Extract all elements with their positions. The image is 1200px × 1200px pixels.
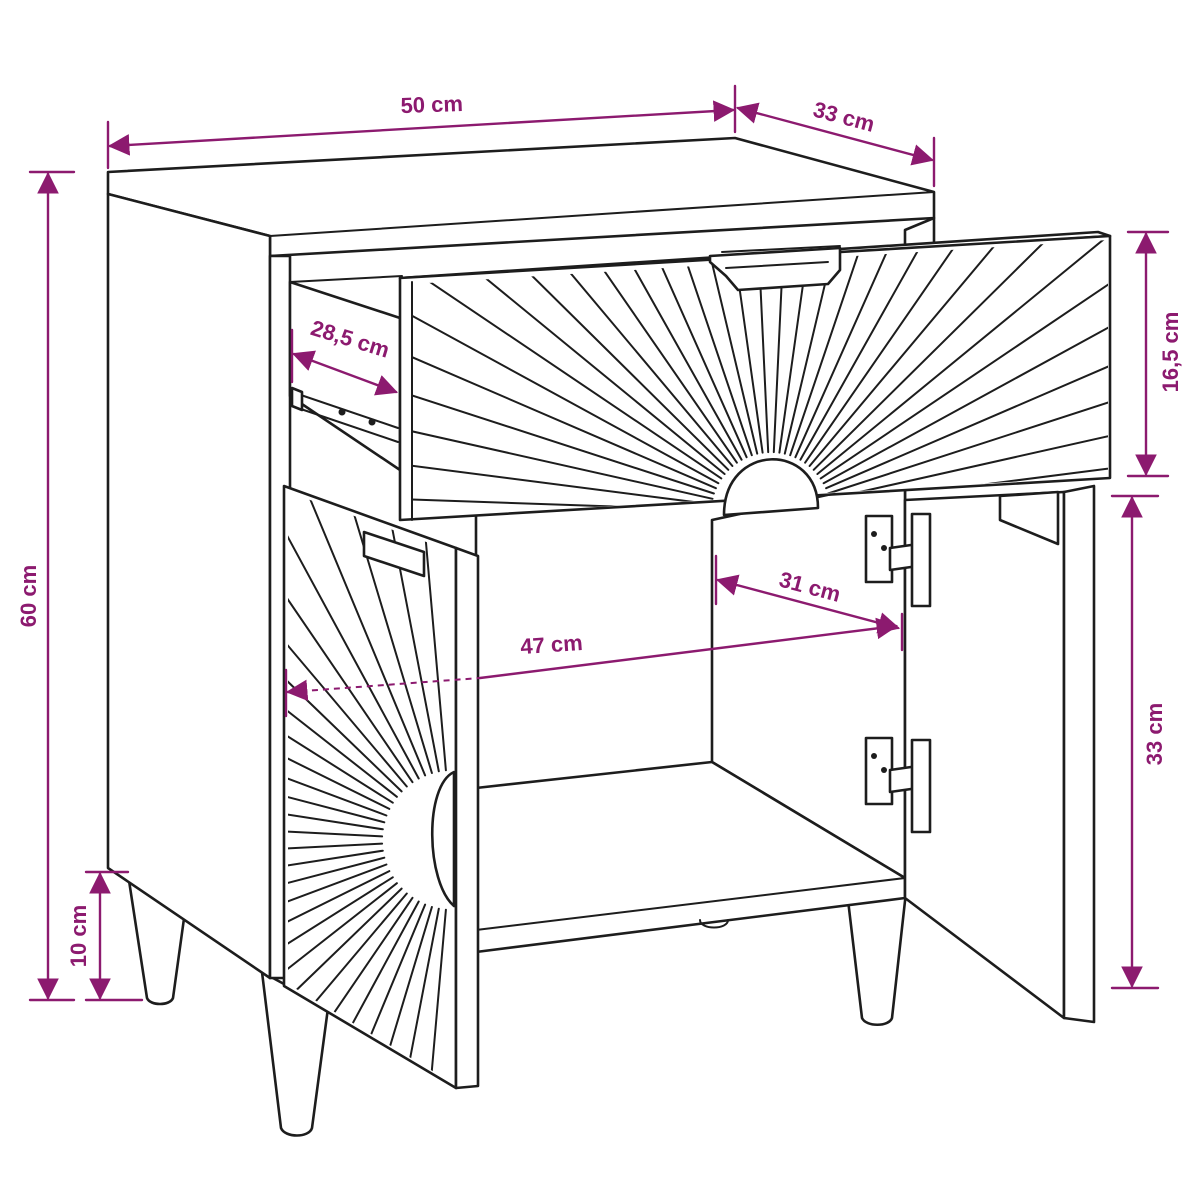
sunburst-ray	[371, 492, 440, 773]
sunburst-ray	[828, 388, 1108, 500]
sunburst-ray	[412, 388, 714, 500]
sunburst-ray	[804, 240, 1091, 464]
sunburst-ray	[827, 338, 1108, 495]
drawer-side-panel	[288, 280, 402, 472]
shelf-front-edge	[475, 877, 906, 931]
interior-width-dimension-line	[478, 617, 899, 680]
sunburst-ray	[778, 240, 850, 454]
sunburst-ray	[743, 240, 770, 454]
sunburst-ray	[640, 240, 759, 455]
sunburst-ray	[288, 732, 386, 824]
sunburst-ray	[794, 240, 1000, 459]
sunburst-ray	[542, 240, 748, 459]
hinge-bottom	[864, 736, 932, 834]
top-front-edge	[269, 191, 935, 237]
sunburst-ray	[288, 579, 398, 798]
drawer-handle	[708, 246, 842, 292]
sunburst-ray	[288, 547, 403, 793]
hinge-top	[864, 512, 932, 608]
sunburst-ray	[288, 863, 388, 989]
sunburst-ray	[412, 240, 726, 475]
sunburst-ray	[590, 240, 753, 457]
compartment-height-label: 33 cm	[1142, 703, 1167, 765]
nightstand	[106, 136, 1112, 1137]
sunburst-ray	[289, 492, 427, 777]
sunburst-ray	[789, 240, 952, 457]
sunburst-ray	[825, 289, 1108, 490]
interior-width-label: 47 cm	[519, 630, 583, 659]
sunburst-ray	[288, 876, 394, 1066]
sunburst-ray	[288, 817, 384, 838]
sunburst-ray	[288, 842, 384, 863]
runner-screw	[338, 408, 346, 416]
sunburst-ray	[288, 849, 384, 906]
interior-width-arrow-start	[285, 679, 309, 702]
sunburst-ray	[412, 338, 715, 495]
depth-dimension-line	[735, 102, 935, 166]
left-door-sun-motif	[431, 770, 456, 908]
sunburst-ray	[783, 240, 902, 455]
left-door-sunburst-rays	[288, 492, 447, 1084]
sunburst-ray	[412, 439, 713, 506]
sunburst-ray	[288, 870, 391, 1028]
left-door-handle	[362, 530, 426, 578]
sunburst-ray	[412, 240, 734, 467]
height-label: 60 cm	[16, 565, 41, 627]
sunburst-ray	[819, 240, 1108, 480]
leg-back-right	[846, 890, 908, 1027]
leg-height-label: 10 cm	[66, 905, 91, 967]
sunburst-ray	[288, 652, 391, 810]
sunburst-ray	[288, 492, 414, 784]
runner-bracket	[290, 386, 304, 412]
sunburst-ray	[692, 240, 764, 454]
sunburst-ray	[772, 240, 799, 454]
sunburst-ray	[414, 908, 447, 1084]
drawer-box-top	[289, 245, 841, 283]
drawer-runner	[291, 391, 399, 443]
sunburst-ray	[822, 242, 1108, 485]
sunburst-ray	[412, 240, 730, 471]
sunburst-ray	[288, 518, 408, 788]
sunburst-ray	[412, 240, 723, 480]
drawer-handle-edge	[725, 261, 829, 269]
sunburst-ray	[816, 240, 1108, 475]
interior-depth-dimension-line	[715, 574, 901, 634]
width-dimension-line	[107, 100, 736, 156]
sunburst-ray	[412, 242, 720, 485]
sunburst-ray	[288, 887, 403, 1084]
sunburst-ray	[812, 240, 1108, 471]
sunburst-ray	[808, 240, 1108, 467]
right-door-top-bracket	[998, 490, 1060, 546]
sunburst-ray	[412, 289, 717, 490]
left-door-edge	[454, 546, 480, 1090]
side-panel	[106, 192, 272, 980]
interior-width-dashed-segment	[289, 677, 481, 693]
drawer-height-label: 16,5 cm	[1158, 312, 1183, 393]
floor-foot	[699, 919, 729, 929]
sunburst-ray	[288, 856, 386, 948]
sunburst-ray	[288, 492, 420, 780]
sunburst-ray	[288, 614, 394, 804]
sunburst-ray	[414, 492, 447, 772]
right-door-edge	[1062, 484, 1096, 1024]
sunburst-ray	[288, 774, 384, 831]
width-label: 50 cm	[400, 91, 463, 118]
runner-screw	[368, 418, 376, 426]
drawer-depth-dimension-line	[291, 350, 399, 396]
drawer-sun-motif	[722, 458, 820, 517]
sunburst-ray	[288, 882, 398, 1084]
sunburst-ray	[288, 691, 388, 817]
leg-front-left	[260, 970, 330, 1137]
